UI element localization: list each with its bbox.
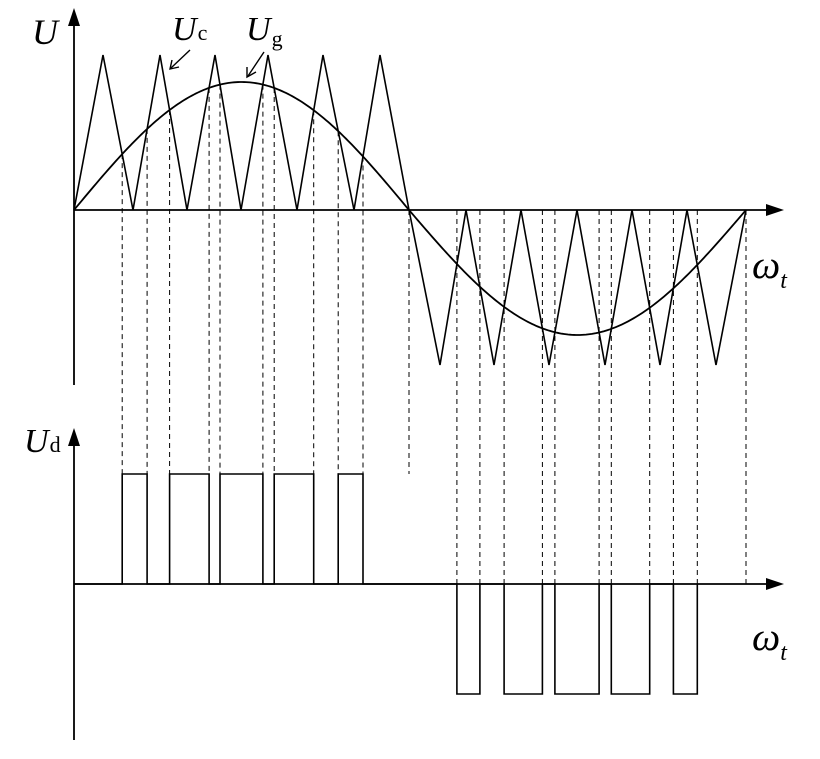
ud-axis-label: Ud [24, 423, 61, 460]
bottom-vertical-axis-arrow [68, 428, 80, 446]
uc-pointer-arrow [169, 49, 191, 70]
omega-top-label: ωt [752, 242, 788, 294]
u-axis-label: U [32, 12, 60, 52]
pwm-output-pulses [74, 473, 699, 695]
uc-label: Uc [172, 11, 208, 48]
projection-dashed-lines [121, 84, 747, 584]
ug-pointer-arrow [246, 51, 265, 79]
top-horizontal-axis-arrow [766, 204, 784, 216]
bottom-horizontal-axis-arrow [766, 578, 784, 590]
omega-bottom-label: ωt [752, 614, 788, 666]
top-vertical-axis-arrow [68, 8, 80, 26]
modulating-sine-wave [73, 81, 747, 336]
ug-label: Ug [246, 11, 283, 51]
